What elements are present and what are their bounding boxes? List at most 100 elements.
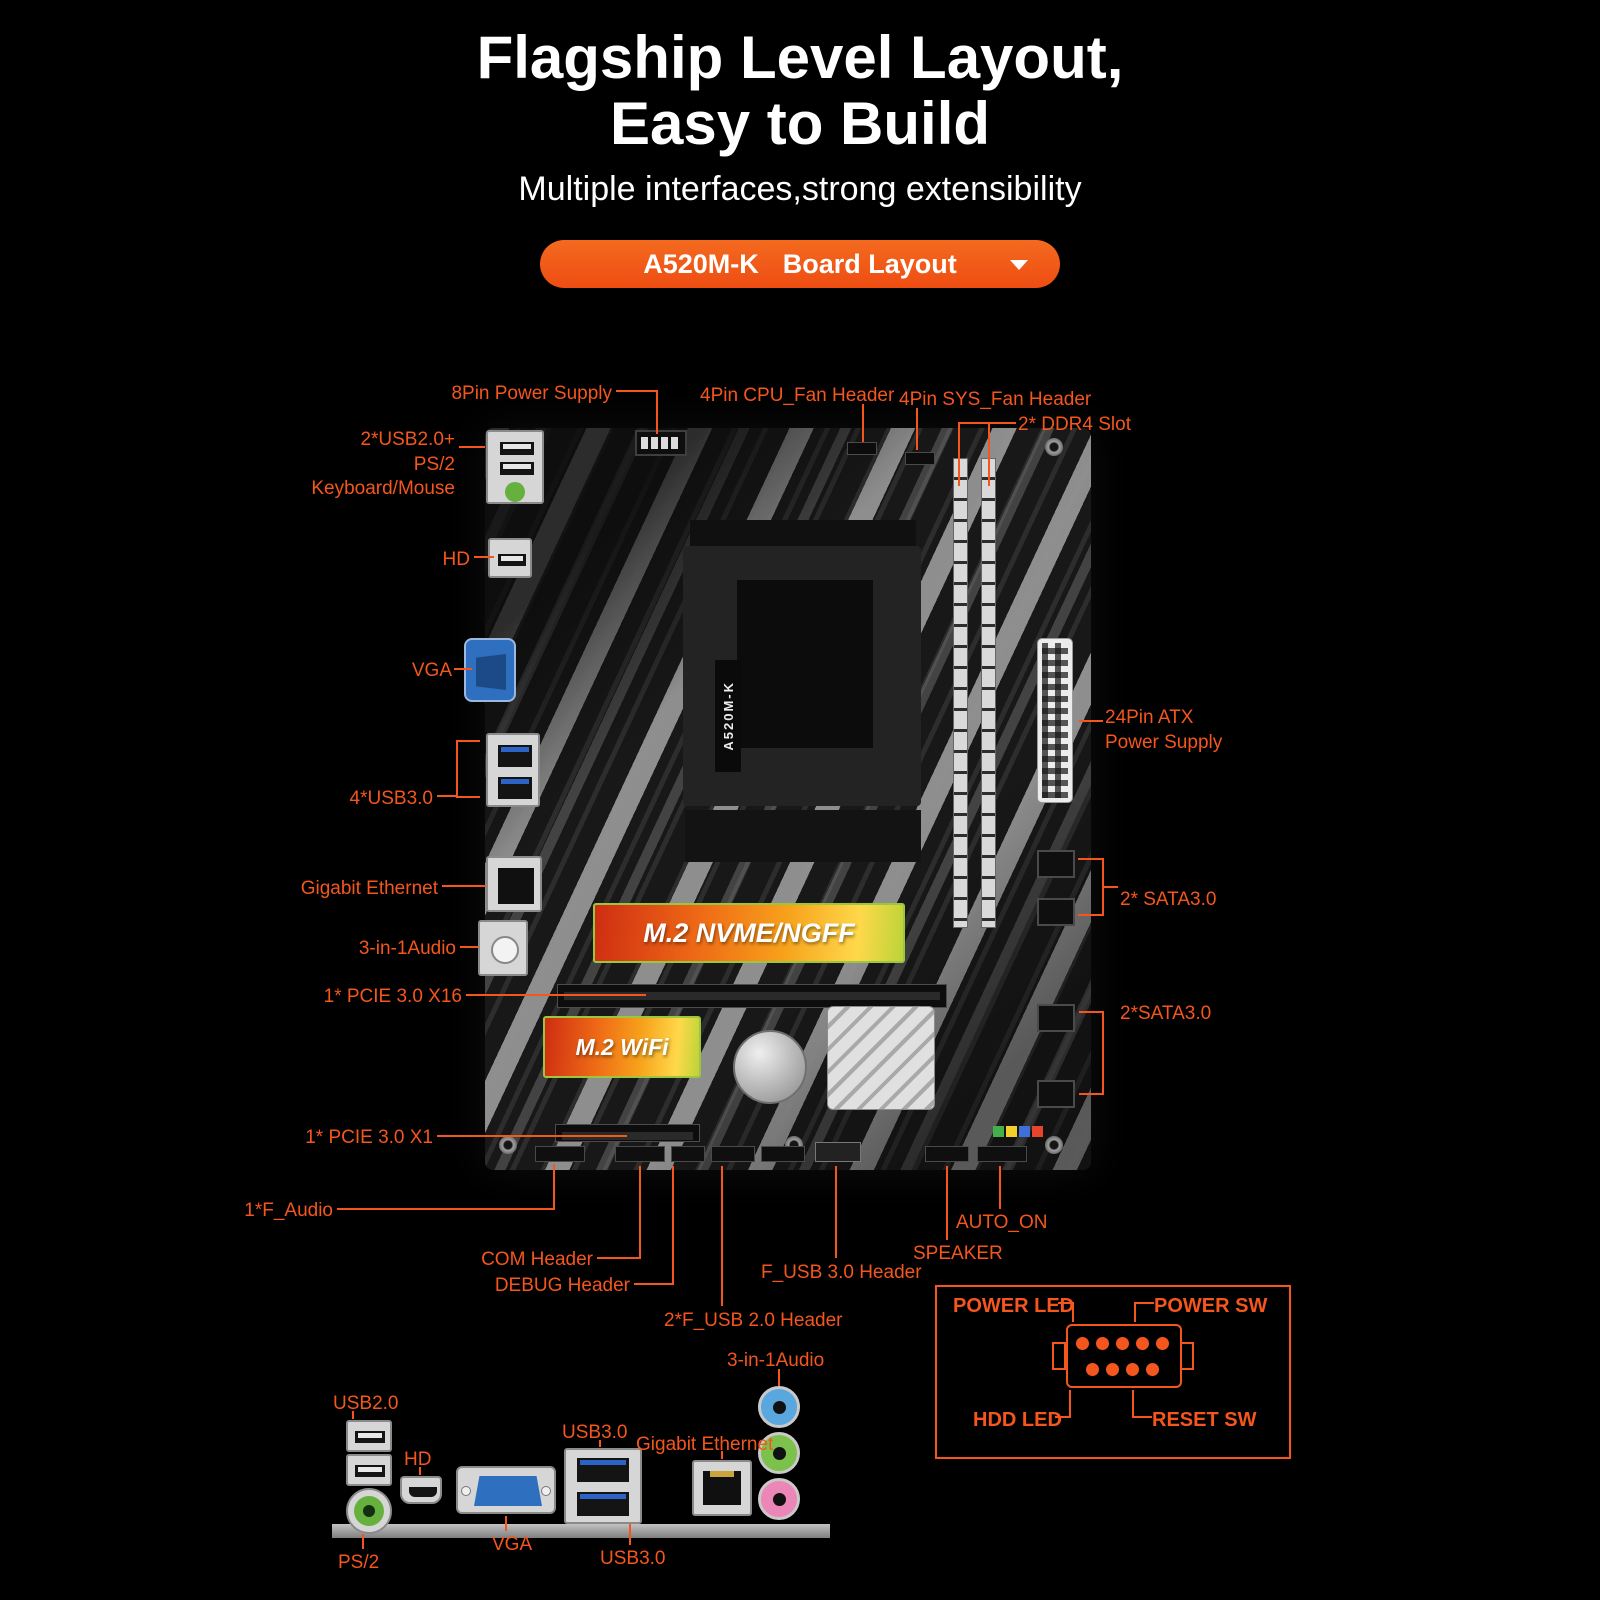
jumper-cap bbox=[1019, 1126, 1030, 1137]
ddr4-slot-2 bbox=[981, 458, 996, 928]
front-panel-power-sw-label: POWER SW bbox=[1154, 1295, 1268, 1317]
front-panel-pin-header bbox=[1066, 1324, 1182, 1388]
callout-hd: HD bbox=[442, 549, 470, 570]
m2-nvme-label: M.2 NVME/NGFF bbox=[643, 917, 855, 948]
callout-line bbox=[1058, 1302, 1074, 1304]
callout-line bbox=[958, 422, 960, 486]
hdmi-slot bbox=[409, 1487, 437, 1497]
callout-speaker: SPEAKER bbox=[913, 1243, 1003, 1264]
8pin-power-connector bbox=[635, 430, 687, 456]
callout-line bbox=[629, 1524, 631, 1545]
callout-sata-lower: 2*SATA3.0 bbox=[1120, 1003, 1212, 1024]
cpu-bracket-bottom bbox=[685, 810, 921, 862]
pin-dot bbox=[1116, 1337, 1129, 1350]
usb2-port bbox=[346, 1420, 392, 1452]
callout-line bbox=[1079, 720, 1103, 722]
usb2-slot bbox=[500, 442, 534, 455]
title-line-1: Flagship Level Layout, bbox=[476, 24, 1124, 91]
hdmi-slot bbox=[498, 554, 526, 566]
jumper-cap bbox=[1006, 1126, 1017, 1137]
sata-port-4 bbox=[1037, 1080, 1075, 1108]
usb2-slot bbox=[500, 462, 534, 475]
board-model-text: A520M-K bbox=[720, 681, 736, 751]
callout-line bbox=[999, 1166, 1001, 1209]
rear-hdmi-block bbox=[488, 538, 532, 578]
pin-dot bbox=[1096, 1337, 1109, 1350]
callout-line bbox=[437, 1135, 627, 1137]
vga-screw bbox=[461, 1486, 471, 1496]
callout-audio: 3-in-1Audio bbox=[358, 938, 456, 959]
callout-line bbox=[988, 422, 990, 486]
rear-usb3-top-label: USB3.0 bbox=[562, 1422, 628, 1443]
rear-usb2-label: USB2.0 bbox=[333, 1393, 399, 1414]
pin-dot bbox=[1156, 1337, 1169, 1350]
usb3-slot bbox=[577, 1458, 629, 1482]
pcie-x1-slot bbox=[555, 1124, 700, 1142]
usb2-port bbox=[346, 1454, 392, 1486]
board-layout-dropdown[interactable]: A520M-K Board Layout bbox=[540, 240, 1060, 288]
callout-line bbox=[721, 1166, 723, 1306]
rear-ps2-label: PS/2 bbox=[338, 1552, 380, 1573]
vga-screw bbox=[541, 1486, 551, 1496]
vga-port bbox=[456, 1466, 556, 1514]
ps2-port bbox=[346, 1488, 392, 1534]
callout-line bbox=[1078, 914, 1104, 916]
jack-hole bbox=[773, 1447, 786, 1460]
callout-line bbox=[1132, 1390, 1134, 1416]
ps2-center bbox=[363, 1505, 375, 1517]
callout-auto-on: AUTO_ON bbox=[956, 1212, 1048, 1233]
debug-header bbox=[671, 1146, 705, 1162]
callout-line bbox=[1055, 1416, 1071, 1418]
f-usb2-header-1 bbox=[711, 1146, 755, 1162]
callout-f-usb2-header: 2*F_USB 2.0 Header bbox=[664, 1310, 843, 1331]
pcie-x16-slot bbox=[557, 984, 947, 1008]
callout-line bbox=[1104, 886, 1118, 888]
vga-dsub bbox=[476, 654, 506, 690]
callout-usb2-ps2: 2*USB2.0+ PS/2 Keyboard/Mouse bbox=[311, 429, 455, 500]
rear-vga-label: VGA bbox=[492, 1534, 533, 1555]
callout-line bbox=[597, 1257, 641, 1259]
front-panel-header bbox=[977, 1146, 1027, 1162]
ps2-connector bbox=[505, 482, 525, 502]
callout-f-usb3-header: F_USB 3.0 Header bbox=[761, 1262, 922, 1283]
pin-dot bbox=[1106, 1363, 1119, 1376]
usb3-port-stack bbox=[564, 1448, 642, 1524]
callout-line bbox=[456, 740, 480, 742]
jumper-cap bbox=[1032, 1126, 1043, 1137]
front-panel-diagram-box bbox=[935, 1285, 1291, 1459]
callout-line bbox=[634, 1283, 674, 1285]
callout-line bbox=[946, 1166, 948, 1240]
pin-dot bbox=[1146, 1363, 1159, 1376]
callout-line bbox=[1134, 1302, 1154, 1304]
callout-line bbox=[505, 1516, 507, 1531]
callout-line bbox=[778, 1369, 780, 1386]
pin-header-tab bbox=[1052, 1342, 1066, 1370]
rear-audio-label: 3-in-1Audio bbox=[727, 1350, 825, 1371]
usb3-slot bbox=[498, 745, 532, 767]
callout-line bbox=[474, 556, 494, 558]
callout-ddr4-slot: 2* DDR4 Slot bbox=[1018, 414, 1131, 435]
callout-line bbox=[1079, 1011, 1104, 1013]
f-audio-header bbox=[535, 1146, 585, 1162]
callout-line bbox=[362, 1534, 364, 1549]
callout-f-audio: 1*F_Audio bbox=[244, 1200, 333, 1221]
cpu-fan-header bbox=[847, 442, 877, 455]
callout-line bbox=[958, 422, 1016, 424]
rear-audio-block bbox=[478, 920, 528, 976]
callout-line bbox=[419, 1467, 421, 1475]
screw-hole bbox=[499, 1136, 517, 1154]
ethernet-port bbox=[692, 1460, 752, 1516]
screw-hole bbox=[1045, 1136, 1063, 1154]
rear-ethernet-block bbox=[486, 856, 542, 912]
rear-usb3-block bbox=[486, 733, 540, 807]
callout-gigabit-ethernet: Gigabit Ethernet bbox=[300, 878, 438, 899]
callout-line bbox=[459, 446, 485, 448]
callout-line bbox=[1072, 1302, 1074, 1322]
callout-line bbox=[456, 796, 480, 798]
audio-jack-line-in bbox=[758, 1386, 800, 1428]
audio-jack-line-out bbox=[758, 1432, 800, 1474]
callout-line bbox=[1079, 1093, 1104, 1095]
usb3-slot bbox=[498, 777, 532, 799]
pin-header-tab bbox=[1180, 1342, 1194, 1370]
